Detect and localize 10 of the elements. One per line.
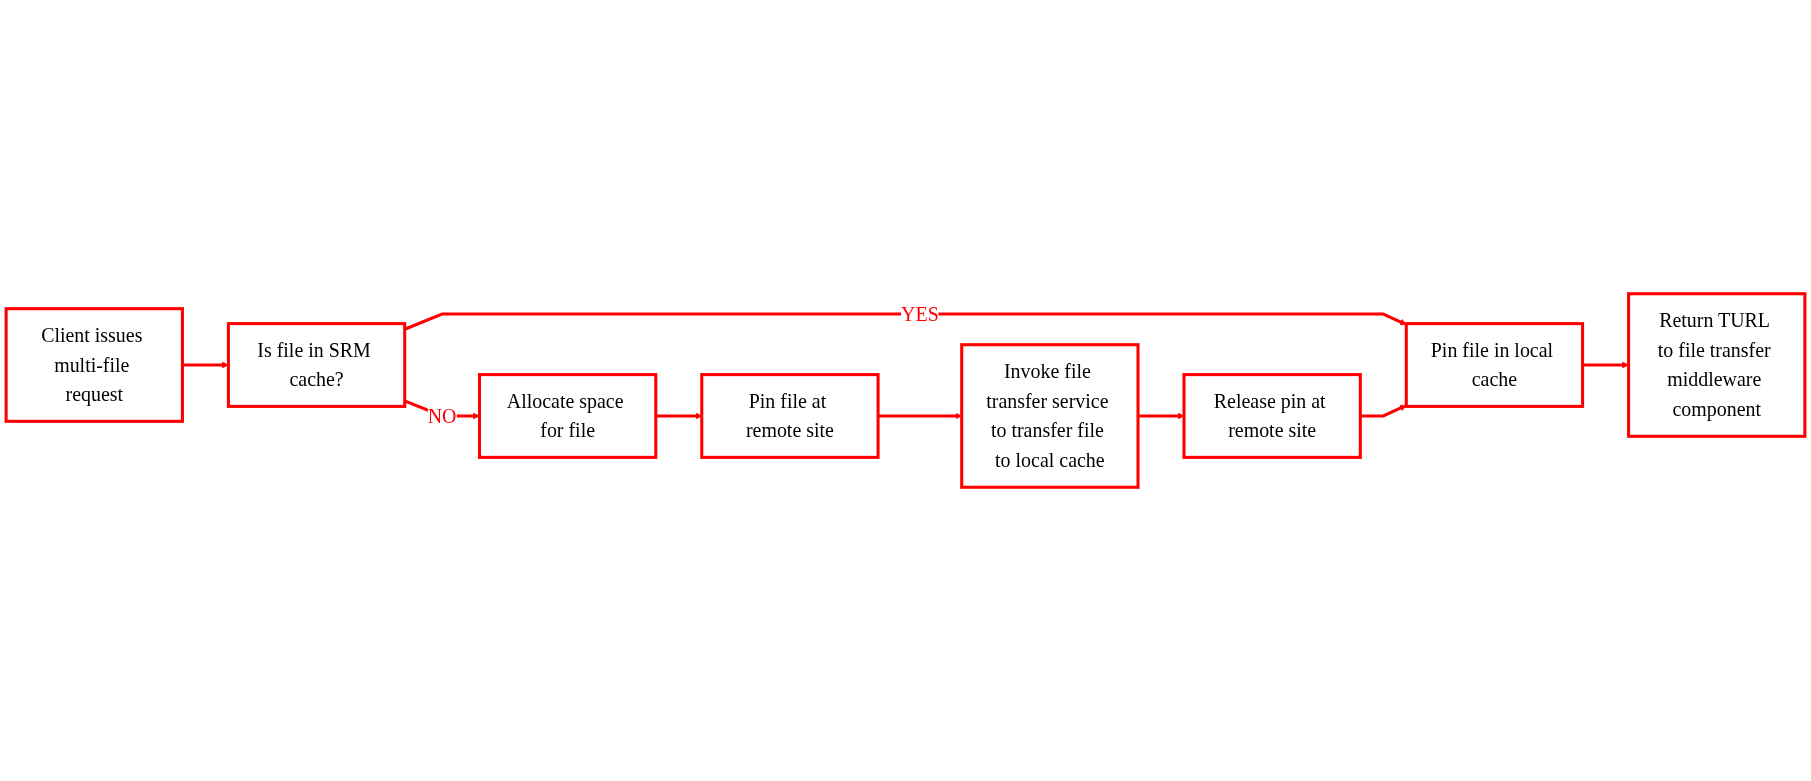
node-box: Return TURL to file transfer middleware component bbox=[1627, 292, 1807, 438]
edge-label: NO bbox=[427, 404, 457, 428]
node-box: Pin file in local cache bbox=[1404, 322, 1585, 408]
node-box: Is file in SRM cache? bbox=[226, 322, 407, 408]
node-box: Release pin at remote site bbox=[1182, 373, 1362, 459]
edge-label: YES bbox=[901, 302, 939, 326]
node-box: Allocate space for file bbox=[477, 373, 658, 459]
node-box: Client issues multi-file request bbox=[4, 307, 184, 423]
node-box: Pin file at remote site bbox=[700, 373, 880, 459]
node-box: Invoke file transfer service to transfer file to local cache bbox=[960, 343, 1140, 489]
